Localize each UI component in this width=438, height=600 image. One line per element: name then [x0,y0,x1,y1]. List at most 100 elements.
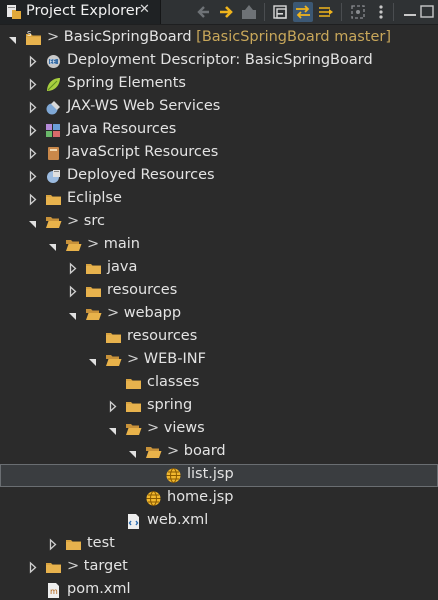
jsp-file-icon [145,490,162,507]
expanded-twisty-icon[interactable] [66,303,80,326]
tree-row-deployed-resources[interactable]: Deployed Resources [0,165,438,188]
deployed-resources-icon [45,168,62,185]
tree-row-label: resources [107,282,177,298]
xml-file-icon [125,513,142,530]
link-direction-icon[interactable] [316,2,336,22]
tree-row-classes[interactable]: classes [0,372,438,395]
tree-row-spring-elements[interactable]: Spring Elements [0,73,438,96]
javascript-resources-icon [45,145,62,162]
tree-row-java[interactable]: java [0,257,438,280]
focus-icon[interactable] [348,2,368,22]
collapsed-twisty-icon[interactable] [26,142,40,165]
collapse-all-icon[interactable] [270,2,290,22]
expanded-twisty-icon[interactable] [6,27,20,50]
collapsed-twisty-icon[interactable] [26,73,40,96]
collapsed-twisty-icon[interactable] [26,188,40,211]
tree-row-test[interactable]: test [0,533,438,556]
svg-text:m: m [50,587,58,596]
tree-row-home-jsp[interactable]: home.jsp [0,487,438,510]
tree-row-webapp[interactable]: > webapp [0,303,438,326]
expanded-twisty-icon[interactable] [26,211,40,234]
folder-open-icon [85,306,102,323]
tree-row-board[interactable]: > board [0,441,438,464]
minimize-icon[interactable] [400,2,420,22]
tree-row-webapp-resources[interactable]: resources [0,326,438,349]
tree-row-label: spring [147,397,192,413]
expanded-twisty-icon[interactable] [106,418,120,441]
tree-row-java-resources[interactable]: Java Resources [0,119,438,142]
tree-row-src[interactable]: > src [0,211,438,234]
tree-row-eclipse[interactable]: Ecliplse [0,188,438,211]
tree-row-spring[interactable]: spring [0,395,438,418]
project-explorer-tab[interactable]: Project Explorer ✕ [0,0,161,24]
toolbar-separator [393,3,394,21]
git-dirty-prefix: > [47,29,64,45]
view-menu-icon[interactable] [371,2,391,22]
tree-row-jaxws[interactable]: JAX-WS Web Services [0,96,438,119]
svg-text:S: S [27,30,32,38]
tree-row-target[interactable]: > target [0,556,438,579]
tree-row-text: board [183,443,226,459]
tree-row-label: java [107,259,137,275]
close-icon[interactable]: ✕ [139,2,150,17]
tree-row-text: JAX-WS Web Services [67,98,221,114]
up-folder-icon[interactable] [239,2,259,22]
folder-open-icon [105,352,122,369]
link-with-editor-icon[interactable] [293,2,313,22]
tree-row-label: classes [147,374,199,390]
collapsed-twisty-icon[interactable] [46,533,60,556]
folder-icon [85,260,102,277]
collapsed-twisty-icon[interactable] [26,50,40,73]
tree-row-label: resources [127,328,197,344]
jsp-file-icon [165,467,182,484]
tree-row-label: Ecliplse [67,190,122,206]
tree-row-text: BasicSpringBoard [63,29,192,45]
tree-row-resources[interactable]: resources [0,280,438,303]
collapsed-twisty-icon[interactable] [26,119,40,142]
tree-row-label: > src [67,213,105,229]
collapsed-twisty-icon[interactable] [106,395,120,418]
tree-row-label: > WEB-INF [127,351,206,367]
web-services-icon [45,99,62,116]
tree-row-web-inf[interactable]: > WEB-INF [0,349,438,372]
git-dirty-prefix: > [167,443,184,459]
tree-row-text: test [87,535,115,551]
tree-row-label: Spring Elements [67,75,186,91]
expanded-twisty-icon[interactable] [46,234,60,257]
tree-row-text: resources [107,282,178,298]
expanded-twisty-icon[interactable] [86,349,100,372]
tree-row-label: test [87,535,115,551]
tree-row-text: target [83,558,128,574]
tree-row-text: webapp [123,305,182,321]
folder-icon [45,559,62,576]
folder-open-icon [125,421,142,438]
collapsed-twisty-icon[interactable] [66,280,80,303]
collapsed-twisty-icon[interactable] [26,556,40,579]
tree-row-label: > webapp [107,305,181,321]
deployment-descriptor-icon: EE [45,53,62,70]
tree-row-label: > board [167,443,226,459]
tree-row-views[interactable]: > views [0,418,438,441]
expanded-twisty-icon[interactable] [126,441,140,464]
git-dirty-prefix: > [67,558,84,574]
tree-row-web-xml[interactable]: web.xml [0,510,438,533]
toolbar-separator [264,3,265,21]
java-resources-icon [45,122,62,139]
back-arrow-icon[interactable] [194,2,214,22]
tree-row-project[interactable]: S> BasicSpringBoard [BasicSpringBoard ma… [0,27,438,50]
tree-row-javascript-resources[interactable]: JavaScript Resources [0,142,438,165]
tree-row-label: > main [87,236,140,252]
collapsed-twisty-icon[interactable] [26,96,40,119]
forward-arrow-icon[interactable] [216,2,236,22]
tree-row-label: > views [147,420,205,436]
folder-open-icon [45,214,62,231]
tree-row-label: Java Resources [67,121,176,137]
folder-icon [105,329,122,346]
tree-row-main[interactable]: > main [0,234,438,257]
collapsed-twisty-icon[interactable] [66,257,80,280]
collapsed-twisty-icon[interactable] [26,165,40,188]
maximize-icon[interactable] [418,2,438,22]
tree-row-list-jsp[interactable]: list.jsp [0,464,438,487]
